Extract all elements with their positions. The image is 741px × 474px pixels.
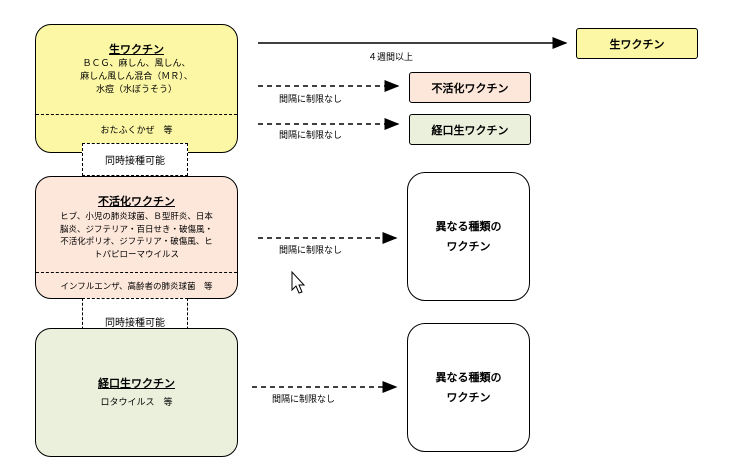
four-weeks-label: ４週間以上 (368, 53, 414, 63)
no-limit-label-3: 間隔に制限なし (279, 246, 343, 256)
no-limit-label-1: 間隔に制限なし (279, 95, 343, 105)
different-vaccine-line1: 異なる種類の (435, 219, 502, 233)
live-vaccine-divider (36, 114, 237, 115)
oral-vaccine-body: ロタウイルス 等 (100, 398, 173, 408)
inactivated-vaccine-footer: インフルエンザ、高齢者の肺炎球菌 等 (60, 282, 213, 292)
inactivated-vaccine-line: 脳炎、ジフテリア・百日せき・破傷風・ (59, 224, 213, 235)
inactivated-vaccine-list: ヒブ、小児の肺炎球菌、Ｂ型肝炎、日本 脳炎、ジフテリア・百日せき・破傷風・ 不活… (40, 211, 233, 261)
target-live-vaccine: 生ワクチン (576, 28, 698, 59)
target-inactivated-vaccine: 不活化ワクチン (409, 72, 531, 103)
different-vaccine-box-2: 異なる種類の ワクチン (407, 323, 530, 452)
inactivated-vaccine-box: 不活化ワクチン ヒブ、小児の肺炎球菌、Ｂ型肝炎、日本 脳炎、ジフテリア・百日せき… (35, 176, 238, 299)
inactivated-vaccine-divider (36, 272, 237, 273)
live-vaccine-footer: おたふくかぜ 等 (100, 126, 173, 136)
different-vaccine-line1: 異なる種類の (435, 370, 502, 384)
inactivated-vaccine-line: トパピローマウイルス (93, 249, 179, 260)
target-oral-vaccine: 経口生ワクチン (409, 114, 531, 145)
simultaneous-connector-1: 同時接種可能 (82, 143, 188, 176)
inactivated-vaccine-line: 不活化ポリオ、ジフテリア・破傷風、ヒ (60, 237, 213, 247)
different-vaccine-box-1: 異なる種類の ワクチン (407, 172, 530, 301)
live-vaccine-line: 麻しん風しん混合（ＭＲ）、 (80, 72, 193, 82)
live-vaccine-box: 生ワクチン ＢＣＧ、麻しん、風しん、 麻しん風しん混合（ＭＲ）、 水痘（水ぼうそ… (35, 24, 238, 153)
oral-vaccine-box: 経口生ワクチン ロタウイルス 等 (35, 328, 238, 457)
live-vaccine-title: 生ワクチン (109, 43, 164, 56)
live-vaccine-line: 水痘（水ぼうそう） (95, 85, 177, 95)
live-vaccine-line: ＢＣＧ、麻しん、風しん、 (82, 59, 191, 69)
inactivated-vaccine-title: 不活化ワクチン (98, 195, 175, 208)
inactivated-vaccine-line: ヒブ、小児の肺炎球菌、Ｂ型肝炎、日本 (60, 212, 213, 222)
no-limit-label-4: 間隔に制限なし (272, 395, 336, 405)
different-vaccine-line2: ワクチン (446, 390, 491, 404)
different-vaccine-line2: ワクチン (446, 239, 491, 253)
no-limit-label-2: 間隔に制限なし (279, 131, 343, 141)
live-vaccine-list: ＢＣＧ、麻しん、風しん、 麻しん風しん混合（ＭＲ）、 水痘（水ぼうそう） (40, 58, 233, 97)
oral-vaccine-title: 経口生ワクチン (98, 377, 175, 390)
